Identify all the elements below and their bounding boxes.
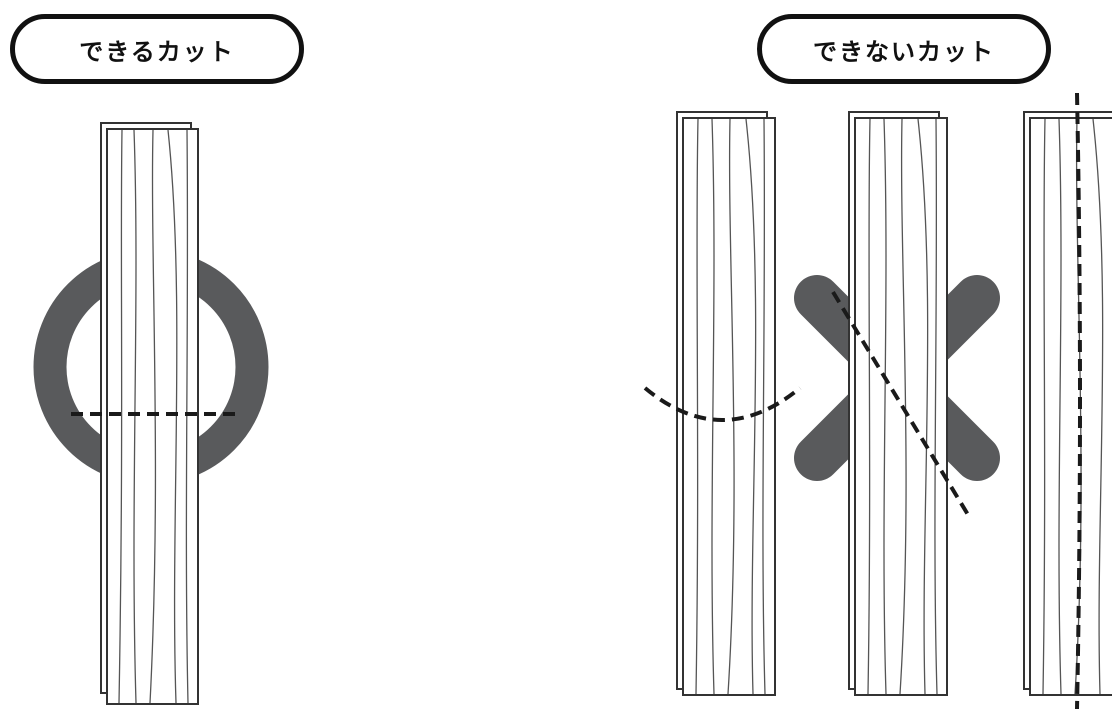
wood-board-diagonal-cut bbox=[848, 111, 948, 696]
wood-board-lengthwise-cut bbox=[1023, 111, 1112, 696]
lengthwise-cut-line bbox=[1075, 92, 1082, 709]
label-disallowed-cut: できないカット bbox=[757, 14, 1051, 84]
diagonal-cut-line bbox=[831, 290, 972, 520]
curved-cut-line bbox=[643, 386, 802, 422]
wood-board-curved-cut bbox=[676, 111, 776, 696]
label-allowed-cut: できるカット bbox=[10, 14, 304, 84]
wood-board-allowed bbox=[100, 122, 199, 705]
